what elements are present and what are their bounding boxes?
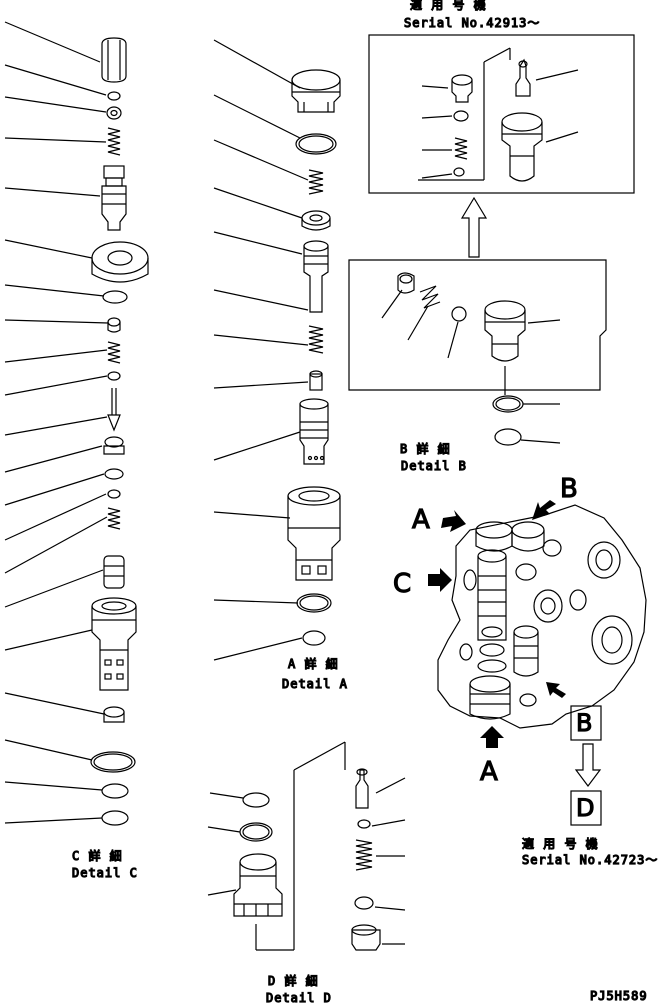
- arrow-small-icon: [546, 682, 566, 698]
- drawing-code: PJ5H589: [590, 989, 648, 1003]
- serial-bottom-jp: 適 用 号 機: [522, 836, 599, 851]
- arrow-c-icon: [428, 568, 452, 592]
- detail-a-title-en: Detail A: [282, 677, 348, 691]
- detail-c-parts: [90, 37, 149, 826]
- serial-top-box: [368, 34, 635, 194]
- detail-c-title-jp: C 詳 細: [72, 848, 123, 863]
- up-arrow-icon: [460, 196, 488, 258]
- view-label-c: C: [393, 569, 411, 599]
- serial-top-en: Serial No.42913～: [404, 16, 540, 30]
- detail-a-title-jp: A 詳 細: [288, 656, 339, 671]
- detail-a-leader-lines: [213, 39, 309, 661]
- arrow-a-upper-icon: [441, 510, 466, 532]
- valve-body-assembly: [437, 504, 647, 729]
- detail-d-title-en: Detail D: [266, 991, 332, 1005]
- serial-top-parts: [418, 47, 579, 182]
- detail-a-parts: [287, 69, 341, 646]
- down-arrow-icon: [574, 743, 602, 787]
- detail-b-box: [348, 259, 607, 391]
- view-label-a-upper: A: [412, 505, 430, 535]
- detail-c-title-en: Detail C: [72, 866, 138, 880]
- serial-top-jp: 適 用 号 機: [410, 0, 487, 12]
- detail-b-title-jp: B 詳 細: [400, 441, 451, 456]
- detail-d-title-jp: D 詳 細: [268, 973, 319, 988]
- detail-b-title-en: Detail B: [401, 459, 467, 473]
- detail-d-section: [207, 741, 406, 951]
- view-label-a-lower: A: [480, 757, 498, 787]
- box-d-label: D: [576, 794, 594, 822]
- arrow-a-lower-icon: [480, 726, 504, 748]
- arrow-b-icon: [532, 500, 556, 520]
- view-arrows: [428, 500, 566, 748]
- box-b: [570, 705, 602, 741]
- serial-bottom-en: Serial No.42723～: [522, 853, 658, 867]
- box-d: [570, 790, 602, 826]
- detail-c-leader-lines: [4, 21, 109, 824]
- view-label-b: B: [560, 474, 578, 504]
- detail-b-parts: [381, 272, 561, 446]
- box-b-label: B: [576, 709, 592, 737]
